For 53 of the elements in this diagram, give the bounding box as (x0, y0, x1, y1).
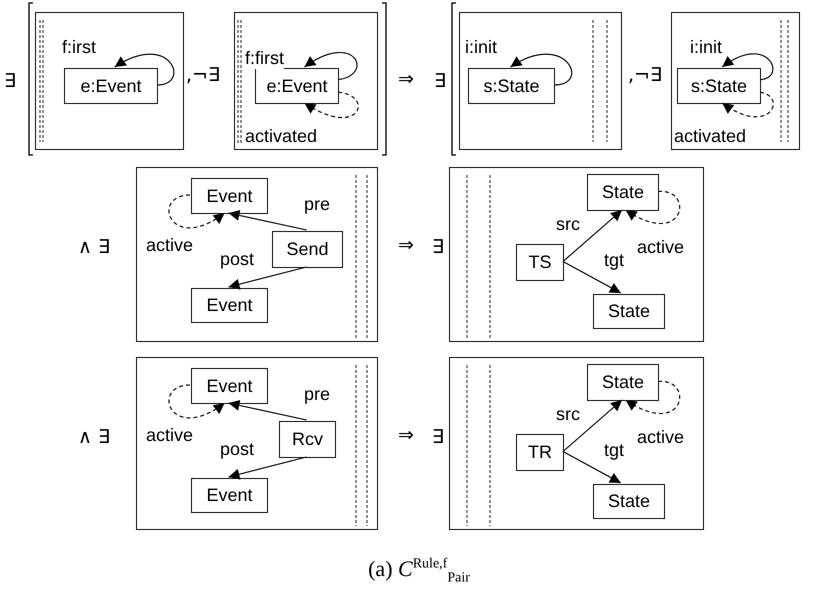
node-box: Event (191, 478, 268, 513)
arrow (562, 261, 622, 294)
arrow (722, 53, 774, 80)
logic-symbol: ∃ (434, 70, 446, 92)
arrow (625, 190, 680, 224)
node-box: Event (191, 288, 268, 323)
logic-symbol: ∧ ∃ (78, 236, 110, 258)
node-box: Event (191, 368, 268, 404)
node-box: e:Event (64, 68, 158, 104)
logic-symbol: ∃ (432, 236, 444, 258)
logic-symbol: ⇒ (398, 68, 414, 90)
node-box: TR (516, 434, 564, 471)
node-box: State (587, 364, 659, 401)
rule-panel (671, 12, 800, 150)
arrow (228, 266, 307, 290)
node-box: s:State (468, 68, 555, 104)
node-box: TS (516, 244, 564, 281)
rule-panel (449, 357, 704, 530)
rule-panel (449, 167, 704, 342)
node-box: Event (191, 178, 268, 214)
node-box: State (593, 484, 665, 519)
arrow (722, 92, 774, 118)
node-box: Send (272, 231, 343, 268)
arrow (228, 400, 307, 421)
arrow (510, 54, 572, 86)
node-box: s:State (677, 68, 761, 104)
logic-symbol: ⇒ (398, 424, 414, 446)
arrow (562, 210, 622, 262)
arrow (168, 384, 225, 418)
logic-symbol: ⇒ (398, 234, 414, 256)
node-box: State (593, 294, 665, 329)
logic-symbol: ∃ (4, 70, 16, 92)
arrow (625, 380, 680, 414)
node-box: Rcv (279, 421, 336, 458)
arrow (304, 52, 358, 80)
node-box: State (587, 174, 659, 211)
arrow (228, 210, 307, 231)
rule-panel (136, 357, 378, 530)
rule-panel (136, 167, 378, 342)
arrow (114, 54, 174, 86)
logic-symbol: ∧ ∃ (78, 426, 110, 448)
edge-label: f:first (245, 48, 284, 69)
rule-panel (35, 12, 184, 150)
arrow (228, 456, 307, 480)
logic-symbol: ,¬∃ (186, 64, 220, 86)
arrow (562, 400, 622, 452)
arrow (304, 92, 359, 118)
rule-panel (234, 12, 378, 150)
arrow (562, 451, 622, 484)
logic-symbol: ∃ (432, 426, 444, 448)
arrow (168, 194, 225, 228)
logic-symbol: ,¬∃ (628, 64, 662, 86)
rule-panel (459, 12, 622, 150)
